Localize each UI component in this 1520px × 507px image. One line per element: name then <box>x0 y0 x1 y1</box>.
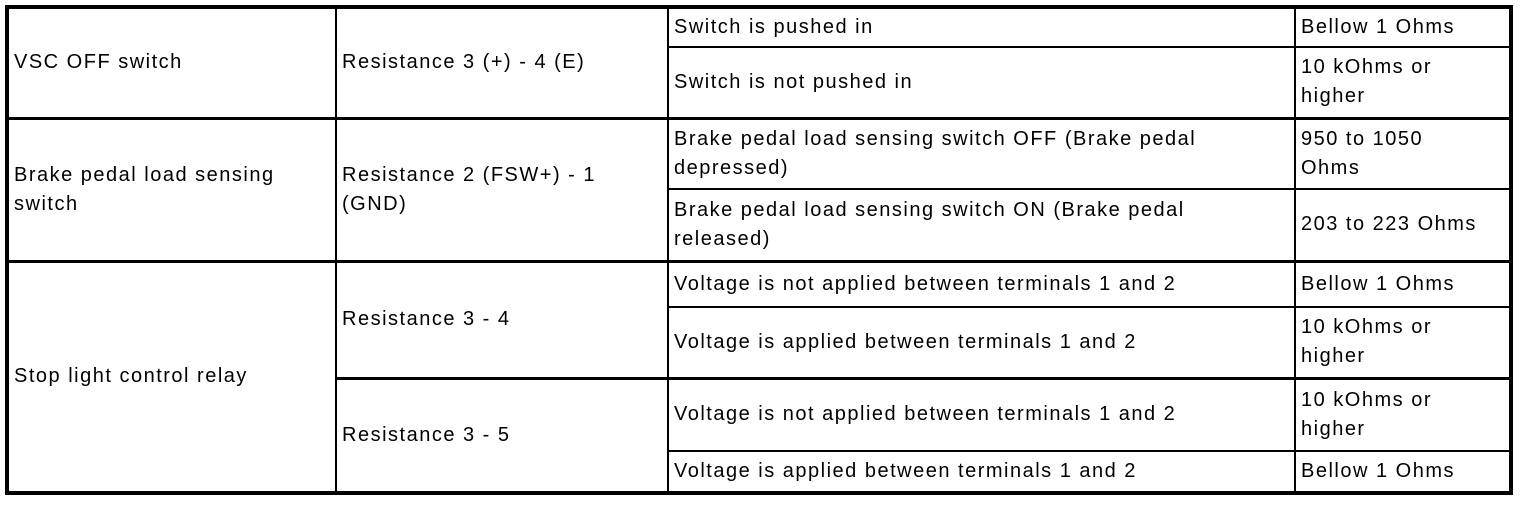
component-cell: Brake pedal load sensing switch <box>6 117 337 263</box>
condition-cell: Voltage is not applied between terminals… <box>667 377 1296 452</box>
condition-cell: Switch is pushed in <box>667 6 1296 48</box>
value-cell: 203 to 223 Ohms <box>1294 188 1512 263</box>
table-row: Brake pedal load sensing switch ON (Brak… <box>7 188 1512 263</box>
condition-cell: Switch is not pushed in <box>667 46 1296 120</box>
condition-cell: Brake pedal load sensing switch OFF (Bra… <box>667 117 1296 190</box>
value-cell: Bellow 1 Ohms <box>1294 260 1512 308</box>
table-row: Voltage is applied between terminals 1 a… <box>7 450 1512 494</box>
value-cell: Bellow 1 Ohms <box>1294 450 1512 494</box>
manual-page: VSC OFF switch Resistance 3 (+) - 4 (E) … <box>0 5 1520 495</box>
condition-cell: Voltage is applied between terminals 1 a… <box>667 306 1296 380</box>
inspection-spec-table: VSC OFF switch Resistance 3 (+) - 4 (E) … <box>5 5 1513 495</box>
measurement-cell: Resistance 2 (FSW+) - 1 (GND) <box>335 117 669 263</box>
measurement-cell: Resistance 3 - 5 <box>335 377 669 494</box>
value-cell: 950 to 1050 Ohms <box>1294 117 1512 190</box>
value-cell: Bellow 1 Ohms <box>1294 6 1512 48</box>
measurement-cell: Resistance 3 (+) - 4 (E) <box>335 6 669 120</box>
measurement-cell: Resistance 3 - 4 <box>335 260 669 380</box>
value-cell: 10 kOhms or higher <box>1294 46 1512 120</box>
condition-cell: Voltage is not applied between terminals… <box>667 260 1296 308</box>
table-row: Brake pedal load sensing switch Resistan… <box>6 117 1512 263</box>
table-row: Switch is not pushed in 10 kOhms or high… <box>7 46 1512 120</box>
value-cell: 10 kOhms or higher <box>1294 306 1512 380</box>
table-row: VSC OFF switch Resistance 3 (+) - 4 (E) … <box>6 6 1512 120</box>
table-row: Voltage is applied between terminals 1 a… <box>7 306 1512 380</box>
value-cell: 10 kOhms or higher <box>1294 377 1512 452</box>
condition-cell: Brake pedal load sensing switch ON (Brak… <box>667 188 1296 263</box>
condition-cell: Voltage is applied between terminals 1 a… <box>667 450 1296 494</box>
table-row: Resistance 3 - 5 Voltage is not applied … <box>7 377 1512 494</box>
table-row: Stop light control relay Resistance 3 - … <box>6 260 1512 494</box>
component-cell: VSC OFF switch <box>6 6 337 120</box>
component-cell: Stop light control relay <box>6 260 337 494</box>
